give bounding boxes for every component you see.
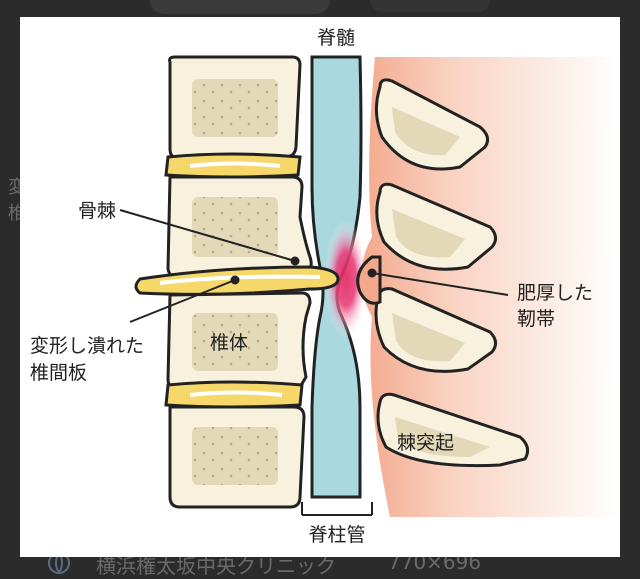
disc-1 bbox=[164, 152, 302, 179]
label-osteophyte: 骨棘 bbox=[78, 200, 116, 222]
spinous-process-4 bbox=[376, 392, 530, 468]
compression-zone bbox=[324, 219, 368, 339]
vertebra-1 bbox=[168, 55, 302, 161]
image-preview[interactable]: 脊髄 骨棘 変形し潰れた 椎間板 椎体 肥厚した 靭帯 棘突起 脊柱管 bbox=[20, 17, 620, 557]
label-disc-line2: 椎間板 bbox=[30, 362, 87, 384]
ligament-band bbox=[361, 57, 620, 517]
background-shape bbox=[150, 0, 330, 14]
label-ligament-line1: 肥厚した bbox=[517, 282, 593, 304]
source-site-name[interactable]: 横浜権太坂中央クリニック bbox=[96, 554, 336, 578]
thickened-ligament bbox=[356, 255, 382, 305]
vertebra-2 bbox=[166, 175, 313, 281]
spinous-process-3 bbox=[374, 287, 497, 373]
spinous-process-2 bbox=[375, 182, 497, 271]
label-spinous-process: 棘突起 bbox=[397, 432, 454, 454]
spine-illustration: 脊髄 骨棘 変形し潰れた 椎間板 椎体 肥厚した 靭帯 棘突起 脊柱管 bbox=[30, 27, 620, 546]
vertebra-3 bbox=[166, 291, 312, 391]
label-vertebra: 椎体 bbox=[210, 332, 248, 354]
label-ligament-line2: 靭帯 bbox=[517, 308, 555, 330]
background-shape bbox=[370, 0, 490, 12]
label-disc-line1: 変形し潰れた bbox=[30, 335, 144, 357]
vertebra-4 bbox=[168, 405, 306, 509]
disc-3 bbox=[164, 380, 304, 409]
label-spinal-cord: 脊髄 bbox=[317, 27, 355, 49]
label-spinal-canal: 脊柱管 bbox=[308, 524, 365, 546]
spinous-process-1 bbox=[375, 78, 490, 171]
